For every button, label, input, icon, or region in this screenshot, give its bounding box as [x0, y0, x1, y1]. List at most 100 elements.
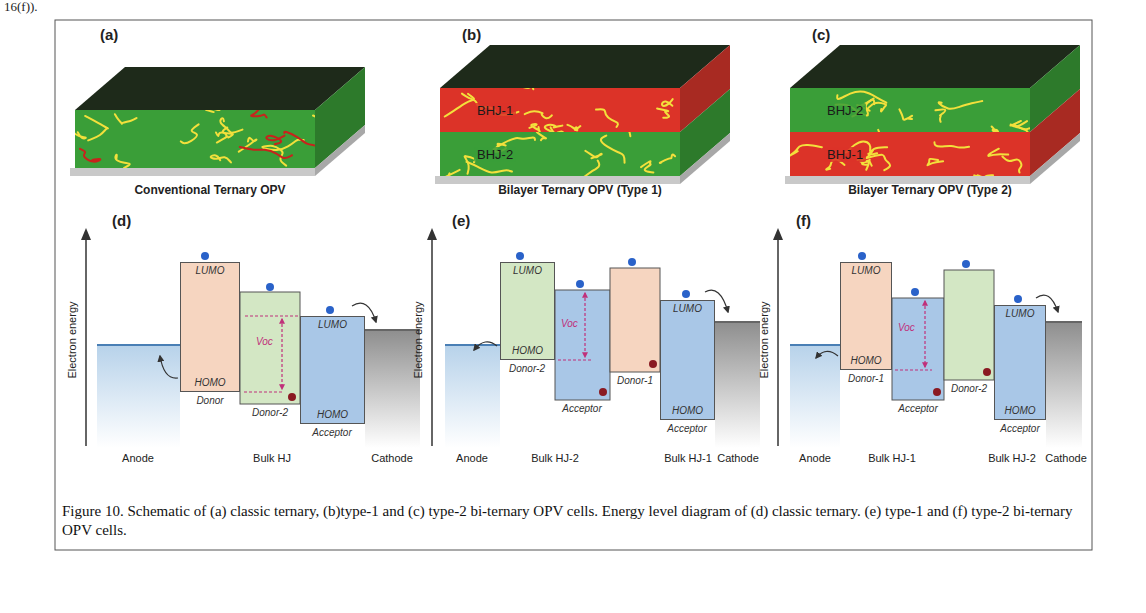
panel-letter: (d)	[112, 212, 131, 229]
blend-squiggle	[251, 107, 267, 117]
electron-dot	[516, 252, 524, 260]
blend-squiggle	[1002, 157, 1021, 173]
blend-squiggle	[115, 155, 129, 168]
layer-label: Bulk HJ-1	[868, 452, 916, 465]
electrode-label: Anode	[122, 452, 154, 465]
blend-squiggle	[868, 103, 886, 112]
energy-axis	[86, 238, 778, 446]
axis-arrowhead	[773, 228, 783, 240]
energy-level-box	[240, 292, 300, 404]
material-label: Acceptor	[312, 427, 351, 439]
device-block	[315, 125, 365, 176]
axis-label: Electron energy	[758, 301, 771, 378]
transfer-arrow	[160, 356, 178, 378]
blend-squiggle	[974, 175, 993, 176]
blend-layer: BHJ-2	[790, 88, 1030, 132]
material-label: Acceptor	[562, 403, 601, 415]
blend-squiggle	[790, 145, 822, 156]
level-label: HOMO	[512, 345, 543, 356]
panel-letter: (a)	[100, 26, 118, 43]
blend-squiggle	[939, 101, 983, 109]
electron-dot	[326, 306, 334, 314]
transfer-arrow	[474, 342, 497, 350]
hole-dot	[933, 388, 941, 396]
voc-line	[895, 369, 932, 370]
blend-squiggle	[641, 161, 653, 172]
electron-dot	[682, 290, 690, 298]
energy-axis	[431, 238, 433, 446]
electron-dot	[858, 252, 866, 260]
level-label: HOMO	[317, 409, 348, 420]
energy-level-box	[892, 298, 944, 400]
electrode-region	[715, 322, 760, 448]
blend-squiggle	[934, 142, 969, 147]
voc-line	[558, 359, 592, 360]
material-label: Donor-2	[252, 407, 288, 419]
axis-arrowhead	[81, 228, 91, 240]
figure-frame	[55, 20, 1092, 550]
blend-squiggle	[181, 124, 199, 143]
level-label: LUMO	[318, 319, 347, 330]
blend-squiggle	[525, 111, 552, 118]
panel-title: Conventional Ternary OPV	[134, 184, 285, 198]
energy-level-box: LUMOHOMO	[840, 262, 892, 370]
energy-level-box	[610, 268, 660, 372]
panel-letter: (b)	[462, 26, 481, 43]
device-block	[440, 45, 730, 88]
blend-squiggle	[596, 109, 618, 127]
blend-squiggle	[601, 136, 625, 163]
blend-squiggle	[115, 114, 137, 124]
material-label: Donor-1	[848, 373, 884, 385]
device-block	[75, 110, 315, 168]
hole-dot	[983, 368, 991, 376]
electron-dot	[266, 283, 274, 291]
blend-squiggle	[988, 149, 1008, 156]
material-label: Donor-1	[617, 375, 653, 387]
electrode-label: Cathode	[1045, 452, 1087, 465]
layer-label: Bulk HJ	[253, 452, 291, 465]
level-label: HOMO	[672, 405, 703, 416]
blend-squiggle	[266, 136, 284, 145]
device-block	[1030, 89, 1080, 176]
panel-letter: (f)	[796, 212, 811, 229]
material-label: Donor-2	[951, 383, 987, 395]
transfer-arrow	[816, 351, 838, 358]
blend-squiggle	[567, 125, 580, 131]
level-label: HOMO	[1004, 405, 1035, 416]
energy-axis	[777, 238, 779, 446]
layer-label: Bulk HJ-2	[988, 452, 1036, 465]
energy-level-box: LUMOHOMO	[994, 305, 1046, 420]
voc-line	[242, 391, 282, 392]
device-block	[680, 133, 730, 184]
blend-squiggle	[899, 109, 912, 119]
blend-squiggle	[1011, 121, 1030, 132]
level-label: HOMO	[194, 377, 225, 388]
axis-arrowhead	[81, 228, 783, 240]
blend-squiggle	[516, 88, 533, 89]
electrode-region	[715, 321, 760, 323]
electrode-region	[445, 345, 500, 448]
device-block	[785, 176, 1030, 184]
electron-dot	[576, 280, 584, 288]
hole-dot	[649, 360, 657, 368]
blend-squiggle	[205, 104, 222, 112]
electron-dot	[1014, 295, 1022, 303]
electrode-label: Anode	[456, 452, 488, 465]
layer-name: BHJ-2	[474, 147, 516, 162]
blend-squiggle	[660, 155, 675, 163]
blend-squiggle	[445, 94, 474, 117]
electrode-region	[1046, 322, 1082, 448]
voc-label: Voc	[898, 322, 915, 334]
device-block	[75, 67, 365, 110]
device-block	[790, 45, 1080, 88]
blend-squiggle	[467, 162, 512, 173]
material-label: Donor-2	[509, 363, 545, 375]
device-block	[680, 89, 730, 176]
panel-letter: (c)	[812, 26, 830, 43]
material-label: Donor	[196, 395, 223, 407]
axis-label: Electron energy	[66, 301, 79, 378]
blend-squiggle	[657, 109, 669, 118]
axis-arrowhead	[427, 228, 437, 240]
device-block	[785, 45, 1080, 184]
device-block	[61, 67, 365, 176]
